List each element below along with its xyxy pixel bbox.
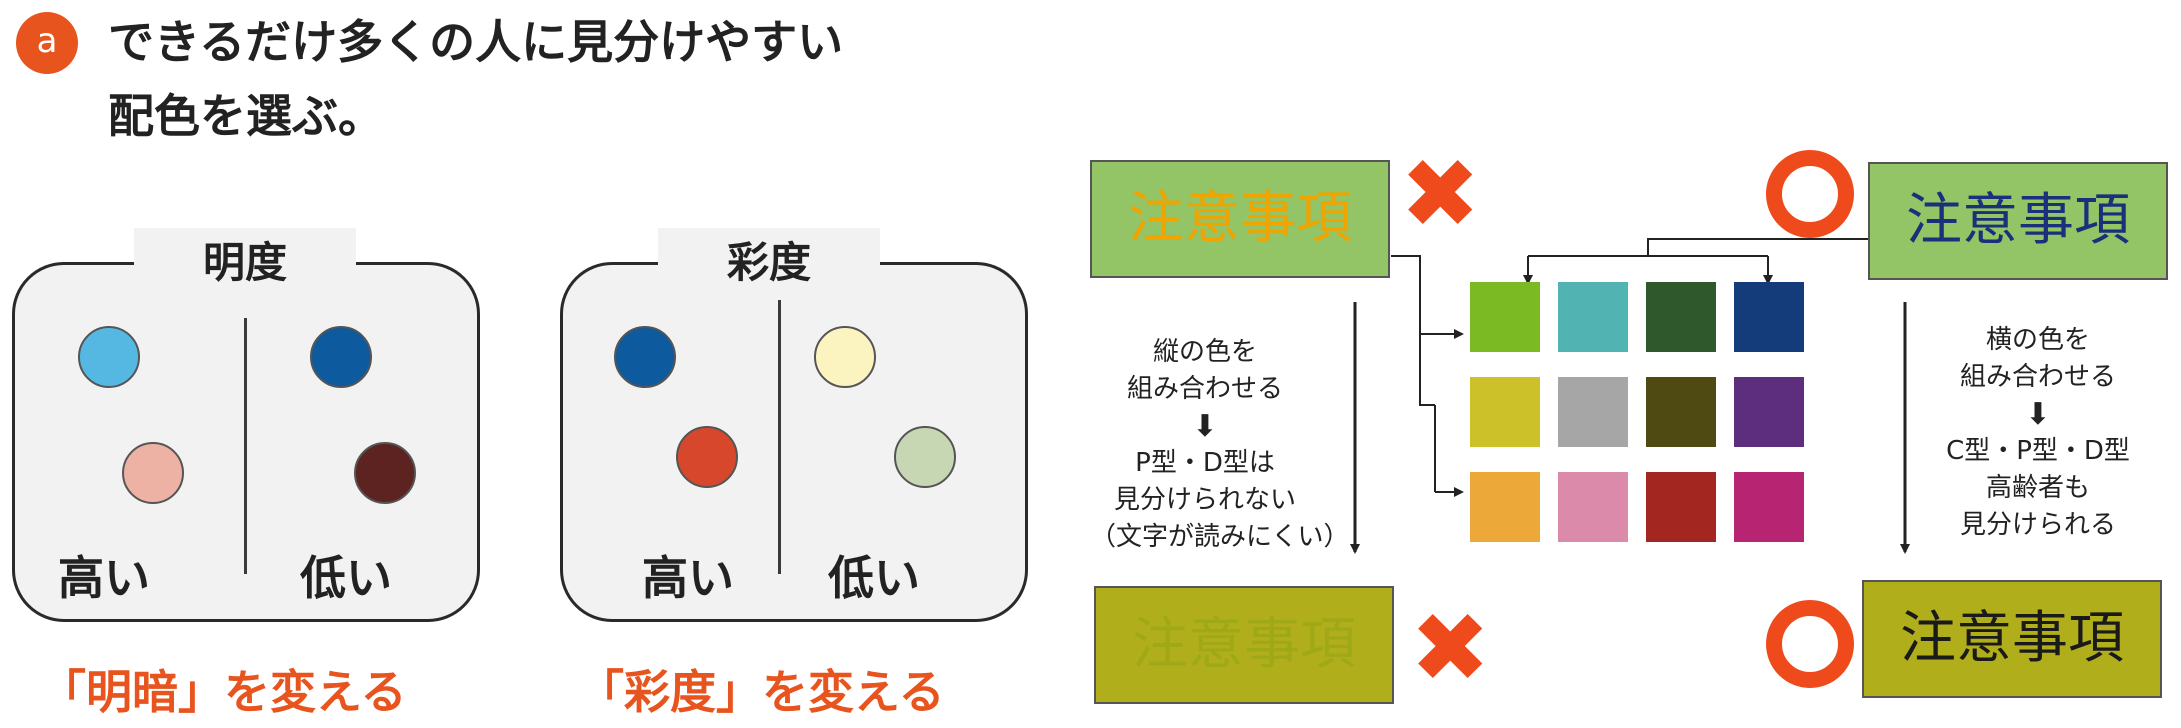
pale-yellow-dot [814,326,876,388]
saturated-blue-dot [614,326,676,388]
color-swatch [1470,472,1540,542]
note-line: 横の色を [1985,325,2090,355]
section-badge: a [16,12,78,74]
dark-brown-dot [354,442,416,504]
horizontal-combination-note: 横の色を 組み合わせる ⬇ C型・P型・D型 高齢者も 見分けられる [1938,322,2138,544]
pale-green-dot [894,426,956,488]
color-swatch [1646,282,1716,352]
color-grid [1470,282,1804,542]
section-title-line1: できるだけ多くの人に見分けやすい [108,15,844,69]
vertical-combination-note: 縦の色を 組み合わせる ⬇ P型・D型は 見分けられない （文字が読みにくい） [1090,334,1350,556]
right-connector [1647,238,1868,256]
color-swatch [1558,377,1628,447]
note-line: 組み合わせる [1959,362,2116,392]
circle-mark-icon [1766,150,1854,238]
note-line: C型・P型・D型 [1946,436,2130,466]
color-swatch [1734,282,1804,352]
low-label: 低い [300,551,392,605]
note-line: （文字が読みにくい） [1090,522,1350,552]
note-line: 縦の色を [1152,337,1257,367]
saturation-caption: 「彩度」を変える [578,665,945,719]
color-swatch [1470,377,1540,447]
low-label: 低い [828,551,920,605]
bad-example-top: 注意事項 [1090,160,1390,278]
note-line: 組み合わせる [1126,374,1283,404]
section-title-line2: 配色を選ぶ。 [108,89,384,143]
bad-example-top-text: 注意事項 [1128,186,1352,251]
dark-blue-dot [310,326,372,388]
saturation-panel-heading: 彩度 [658,228,880,298]
note-line: 見分けられる [1959,510,2116,540]
lightness-caption: 「明暗」を変える [40,665,407,719]
lightness-panel-heading: 明度 [134,228,356,298]
color-swatch [1646,472,1716,542]
color-swatch [1558,282,1628,352]
left-connector [1391,255,1435,406]
high-label: 高い [642,551,734,605]
cross-mark-icon: ✖ [1400,138,1481,250]
color-swatch [1734,377,1804,447]
cross-mark-icon: ✖ [1410,592,1491,704]
bad-example-bottom-text: 注意事項 [1132,612,1356,677]
saturated-red-dot [676,426,738,488]
down-arrow-icon: ⬇ [2025,397,2051,432]
color-swatch [1734,472,1804,542]
note-line: 見分けられない [1113,485,1296,515]
good-example-top-text: 注意事項 [1906,188,2130,253]
bad-example-bottom: 注意事項 [1094,586,1394,704]
color-swatch [1470,282,1540,352]
good-example-top: 注意事項 [1868,162,2168,280]
saturation-divider [778,300,781,574]
color-swatch [1558,472,1628,542]
circle-mark-icon [1766,600,1854,688]
down-arrow-icon: ⬇ [1192,409,1218,444]
light-color-dot [78,326,140,388]
note-line: 高齢者も [1985,473,2090,503]
high-label: 高い [58,551,150,605]
good-example-bottom: 注意事項 [1862,580,2162,698]
note-line: P型・D型は [1135,448,1275,478]
lightness-divider [244,318,247,574]
color-swatch [1646,377,1716,447]
good-example-bottom-text: 注意事項 [1900,606,2124,671]
light-pink-dot [122,442,184,504]
